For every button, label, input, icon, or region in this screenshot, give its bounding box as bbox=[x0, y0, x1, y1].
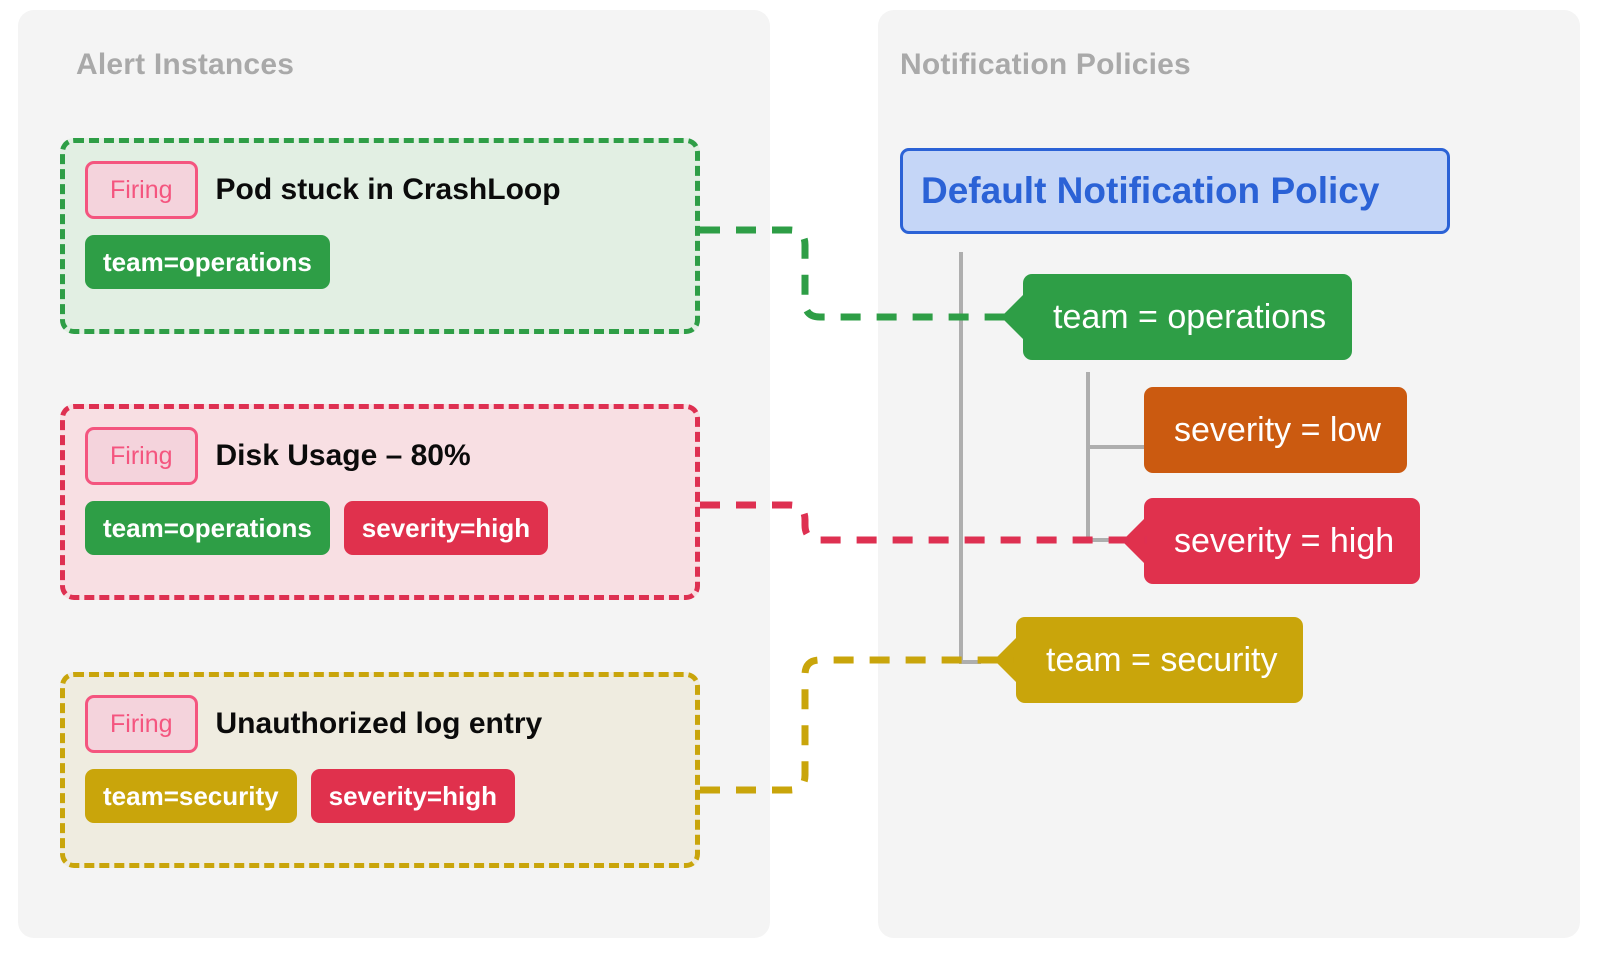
policy-matcher-team-security[interactable]: team = security bbox=[1016, 617, 1304, 703]
alert-card[interactable]: Firing Pod stuck in CrashLoop team=opera… bbox=[60, 138, 700, 334]
alert-labels-row: team=operations bbox=[85, 235, 675, 289]
alert-label-chip[interactable]: severity=high bbox=[310, 769, 515, 823]
policy-matcher-label: severity = low bbox=[1174, 410, 1381, 449]
tree-branch-line bbox=[959, 660, 981, 664]
alert-instances-title: Alert Instances bbox=[76, 48, 295, 81]
policy-root-label: Default Notification Policy bbox=[921, 170, 1380, 211]
default-notification-policy-node[interactable]: Default Notification Policy bbox=[900, 148, 1450, 234]
status-badge: Firing bbox=[85, 695, 198, 753]
tree-subtrunk-line bbox=[1086, 372, 1090, 542]
alert-header-row: Firing Unauthorized log entry bbox=[85, 693, 675, 755]
alert-card[interactable]: Firing Unauthorized log entry team=secur… bbox=[60, 672, 700, 868]
status-badge: Firing bbox=[85, 427, 198, 485]
alert-labels-row: team=operations severity=high bbox=[85, 501, 675, 555]
alert-label-chip[interactable]: team=operations bbox=[85, 501, 330, 555]
alert-title: Pod stuck in CrashLoop bbox=[215, 173, 561, 206]
alert-label-chip[interactable]: severity=high bbox=[343, 501, 549, 555]
policy-matcher-severity-low[interactable]: severity = low bbox=[1144, 387, 1407, 473]
policy-matcher-severity-high[interactable]: severity = high bbox=[1144, 498, 1421, 584]
alert-label-chip[interactable]: team=operations bbox=[85, 235, 330, 289]
alert-labels-row: team=security severity=high bbox=[85, 769, 675, 823]
notification-policies-title: Notification Policies bbox=[900, 48, 1191, 81]
alert-title: Unauthorized log entry bbox=[215, 707, 543, 740]
alert-card[interactable]: Firing Disk Usage – 80% team=operations … bbox=[60, 404, 700, 600]
alert-header-row: Firing Disk Usage – 80% bbox=[85, 425, 675, 487]
tree-trunk-line bbox=[959, 252, 963, 664]
alert-label-chip[interactable]: team=security bbox=[85, 769, 297, 823]
policy-matcher-team-operations[interactable]: team = operations bbox=[1023, 274, 1353, 360]
policy-matcher-label: severity = high bbox=[1174, 521, 1395, 560]
policy-matcher-label: team = operations bbox=[1053, 297, 1327, 336]
alert-title: Disk Usage – 80% bbox=[215, 439, 471, 472]
tree-branch-line bbox=[1086, 445, 1144, 449]
status-badge: Firing bbox=[85, 161, 198, 219]
alert-header-row: Firing Pod stuck in CrashLoop bbox=[85, 159, 675, 221]
policy-matcher-label: team = security bbox=[1046, 640, 1278, 679]
